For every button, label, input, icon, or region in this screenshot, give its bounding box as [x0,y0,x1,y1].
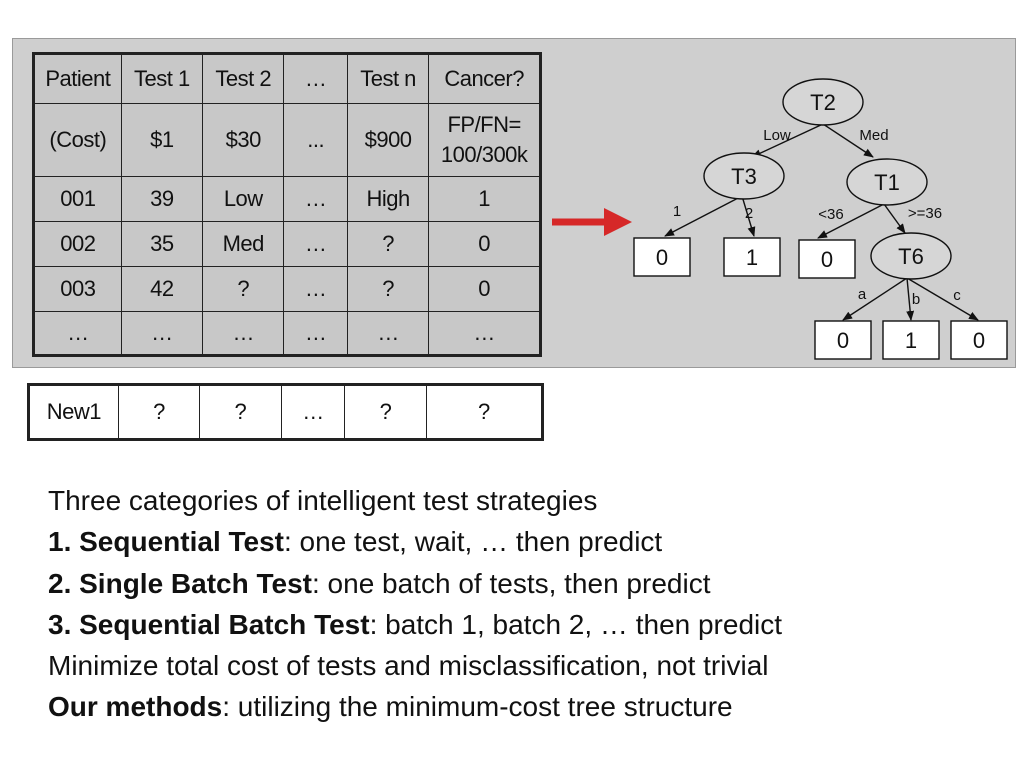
tree-leaf: 0 [633,237,691,277]
strategy-item: 3. Sequential Batch Test: batch 1, batch… [48,604,1008,645]
new-patient-row: New1 ? ? … ? ? [28,384,544,440]
slide-text: Three categories of intelligent test str… [48,480,1008,728]
header-cell: … [283,53,348,104]
tree-leaf: 0 [798,239,856,279]
table-cell: 39 [120,176,204,222]
edge-t6-leaf [906,277,915,321]
new-patient-table: New1 ? ? … ? ? [27,383,544,441]
tree-node-t2: T2 [782,78,864,126]
strategy-title: 3. Sequential Batch Test [48,608,370,640]
header-cell: Patient [33,53,122,104]
patient-test-table: Patient Test 1 Test 2 … Test n Cancer? (… [32,52,542,357]
node-label: T2 [810,90,836,115]
leaf-label: 0 [821,247,833,272]
tree-leaf: 1 [723,237,781,277]
table-cell: … [120,311,204,356]
edge-label-lt36: <36 [818,206,843,223]
header-cell: Test 2 [202,53,285,104]
edge-label-b: b [912,291,920,308]
table-cell: New1 [28,384,119,440]
table-cell: … [280,384,346,440]
cost-cell: (Cost) [33,103,122,177]
leaf-label: 1 [746,245,758,270]
methods-desc: : utilizing the minimum-cost tree struct… [222,691,733,723]
table-cell: Med [202,221,285,267]
edge-label-1: 1 [673,203,681,220]
strategy-desc: : batch 1, batch 2, … then predict [369,608,783,640]
cost-cell: $1 [120,103,204,177]
strategy-item: 2. Single Batch Test: one batch of tests… [48,563,1008,604]
table-cell: ? [199,384,282,440]
header-cell: Test 1 [120,53,204,104]
tree-leaf: 0 [950,320,1008,360]
table-cell: ? [202,266,285,312]
table-cell: ? [346,266,430,312]
table-cell: 42 [120,266,204,312]
table-row: 003 42 ? … ? 0 [33,266,541,312]
misclassification-cost-cell: FP/FN= 100/300k [428,103,541,177]
tree-node-t3: T3 [703,152,785,200]
edge-t2-t1 [822,123,874,158]
table-cell: 0 [428,266,541,312]
intro-line: Three categories of intelligent test str… [48,485,598,516]
table-cell: 002 [33,221,122,267]
edge-label-a: a [858,286,867,303]
cost-row: (Cost) $1 $30 ... $900 FP/FN=100/300k [33,103,541,177]
table-cell: ? [425,384,544,440]
node-label: T6 [898,244,924,269]
strategy-item: 1. Sequential Test: one test, wait, … th… [48,521,1008,562]
table-cell: … [283,221,348,267]
table-cell: 001 [33,176,122,222]
table-cell: … [283,176,348,222]
leaf-label: 0 [973,328,985,353]
table-cell: … [33,311,122,356]
node-label: T1 [874,170,900,195]
table-cell: … [346,311,430,356]
methods-title: Our methods [48,691,223,723]
flow-arrow [552,208,632,236]
table-row: … … … … … … [33,311,541,356]
edge-t1-t6 [883,203,906,234]
edge-label-low: Low [763,127,791,144]
edge-t1-leaf [817,203,885,239]
tree-node-t1: T1 [846,158,928,206]
edge-t3-leaf [741,195,756,237]
edge-label-ge36: >=36 [908,205,942,222]
cost-cell: $30 [202,103,285,177]
edge-label-2: 2 [745,205,753,222]
fp-fn-label: FP/FN= [447,112,521,137]
table-row: 002 35 Med … ? 0 [33,221,541,267]
edge-t6-leaf [906,277,979,321]
node-label: T3 [731,164,757,189]
leaf-label: 0 [837,328,849,353]
leaf-label: 0 [656,245,668,270]
strategy-desc: : one test, wait, … then predict [284,526,663,558]
strategy-desc: : one batch of tests, then predict [312,567,711,599]
edge-label-med: Med [859,127,888,144]
edge-t2-t3 [751,123,824,158]
leaf-label: 1 [905,328,917,353]
cost-cell: $900 [346,103,430,177]
table-header-row: Patient Test 1 Test 2 … Test n Cancer? [33,53,541,104]
header-cell: Test n [346,53,430,104]
fp-fn-value: 100/300k [440,142,528,167]
table-cell: 1 [428,176,541,222]
table-cell: ? [344,384,427,440]
goal-line: Minimize total cost of tests and misclas… [48,650,769,682]
tree-leaf: 0 [814,320,872,360]
edge-t6-leaf [842,277,908,321]
strategy-title: 1. Sequential Test [48,526,284,558]
tree-edges [664,123,979,321]
table-cell: … [283,311,348,356]
tree-node-t6: T6 [870,232,952,280]
table-cell: … [428,311,541,356]
methods-line: Our methods: utilizing the minimum-cost … [48,686,1008,727]
table-cell: … [202,311,285,356]
strategy-title: 2. Single Batch Test [48,567,312,599]
edge-t3-leaf [664,195,743,237]
table-cell: … [283,266,348,312]
tree-leaf: 1 [882,320,940,360]
edge-label-c: c [953,287,961,304]
